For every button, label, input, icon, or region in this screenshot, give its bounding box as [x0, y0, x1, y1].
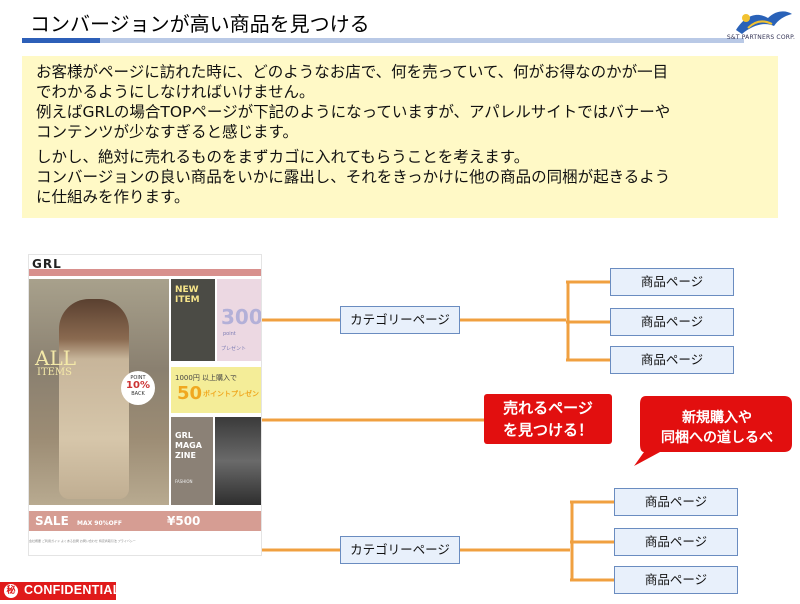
speech-bubble-shape	[634, 396, 792, 466]
explanation-line: お客様がページに訪れた時に、どのようなお店で、何を売っていて、何がお得なのかが一…	[36, 63, 669, 81]
explanation-line: 例えばGRLの場合TOPページが下記のようになっていますが、アパレルサイトではバ…	[36, 103, 671, 121]
product-page-box: 商品ページ	[610, 268, 734, 296]
grl-site-screenshot: GRL NEW TOPS ONEPIECE OUTER BOTTOMS ACCE…	[28, 254, 262, 556]
grl-hero-banner: ALL ITEMS POINT 10% BACK	[29, 279, 169, 505]
model-photo	[59, 299, 129, 499]
campaign-condition: 1000円 以上購入で	[175, 374, 238, 382]
explanation-line: コンテンツが少なすぎると感じます。	[36, 123, 298, 141]
company-logo	[736, 11, 792, 34]
title-underline	[22, 38, 744, 43]
product-page-box: 商品ページ	[614, 488, 738, 516]
new-item-line: ITEM	[175, 295, 200, 305]
campaign-points: 50	[177, 383, 203, 404]
campaign-label: ポイントプレゼント！	[203, 390, 261, 398]
point-amount: 300	[221, 305, 262, 329]
category-page-box-top: カテゴリーページ	[340, 306, 460, 334]
explanation-line: に仕組みを作ります。	[36, 188, 190, 206]
magazine-banner: GRL MAGA ZINE FASHION	[171, 417, 213, 505]
bubble-line: 新規購入や	[682, 410, 752, 426]
magazine-title-line: ZINE	[175, 451, 196, 460]
point-campaign-banner: 1000円 以上購入で 50 ポイントプレゼント！	[171, 367, 261, 413]
point-badge-value: 10%	[126, 380, 150, 391]
explanation-line: しかし、絶対に売れるものをまずカゴに入れてもらうことを考えます。	[36, 148, 530, 166]
callout-line: 売れるページ	[503, 399, 593, 417]
sale-banner: SALE MAX 90%OFF ¥500	[29, 511, 261, 531]
page-title: コンバージョンが高い商品を見つける	[30, 12, 370, 36]
product-page-box: 商品ページ	[610, 308, 734, 336]
magazine-photo	[215, 417, 261, 505]
point-badge-label: POINT	[130, 375, 146, 381]
speech-bubble-text: 新規購入や 同梱への道しるべ	[642, 408, 792, 448]
grl-nav-bar: NEW TOPS ONEPIECE OUTER BOTTOMS ACCESSOR…	[29, 269, 261, 285]
sale-label: SALE	[35, 514, 69, 528]
grl-footer-links: 会社概要 ご利用ガイド よくある質問 お問い合わせ 特定商取引法 プライバシー	[29, 539, 136, 543]
point-present-banner: 300 point プレゼント	[217, 279, 261, 361]
explanation-line: コンバージョンの良い商品をいかに露出し、それをきっかけに他の商品の同梱が起きるよ…	[36, 168, 671, 186]
product-page-box: 商品ページ	[614, 566, 738, 594]
point-badge-back: BACK	[131, 391, 145, 397]
magazine-title-line: MAGA	[175, 441, 202, 450]
product-page-box: 商品ページ	[614, 528, 738, 556]
hero-headline: ALL	[35, 346, 77, 370]
bubble-line: 同梱への道しるべ	[661, 430, 773, 446]
confidential-label: CONFIDENTIAL	[24, 583, 121, 597]
company-logo-text: S&T PARTNERS CORP.	[726, 34, 796, 41]
new-item-line: NEW	[175, 285, 199, 295]
sale-price: ¥500	[167, 514, 201, 528]
present-label: プレゼント	[221, 346, 247, 352]
sale-discount: MAX 90%OFF	[76, 520, 122, 527]
category-page-box-bottom: カテゴリーページ	[340, 536, 460, 564]
confidential-badge: 秘 CONFIDENTIAL	[0, 582, 120, 600]
magazine-title-line: GRL	[175, 431, 193, 440]
magazine-subtitle: FASHION	[175, 479, 193, 484]
title-underline-accent	[22, 38, 100, 43]
find-selling-page-callout: 売れるページ を見つける！	[484, 394, 612, 444]
new-item-banner: NEW ITEM	[171, 279, 215, 361]
point-unit: point	[223, 331, 236, 337]
hero-subheadline: ITEMS	[37, 367, 73, 378]
explanation-box	[22, 56, 778, 218]
confidential-mark-icon: 秘	[4, 584, 18, 598]
product-page-box: 商品ページ	[610, 346, 734, 374]
callout-line: を見つける！	[502, 421, 593, 439]
point-badge: POINT 10% BACK	[121, 371, 155, 405]
grl-logo: GRL	[32, 257, 62, 271]
explanation-line: でわかるようにしなければいけません。	[36, 83, 315, 101]
